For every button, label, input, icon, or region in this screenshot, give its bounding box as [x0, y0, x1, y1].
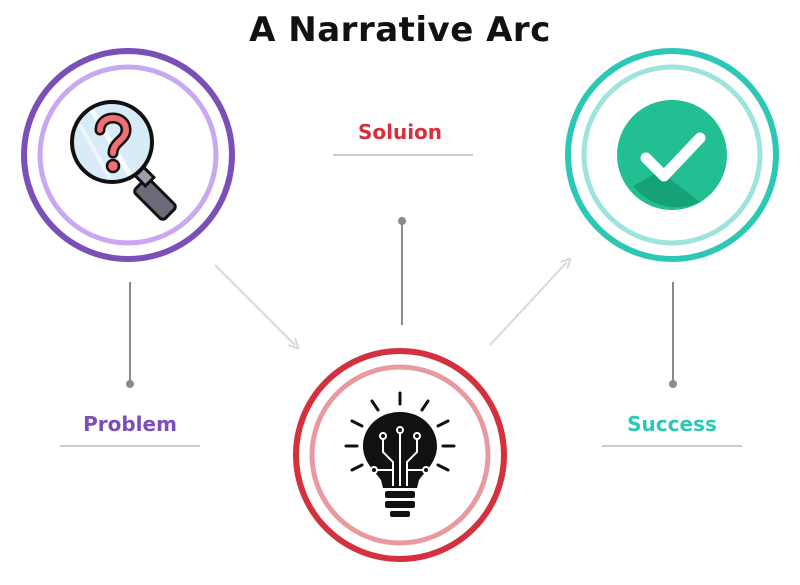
- problem-connector: [126, 282, 134, 388]
- success-label: Success: [627, 412, 717, 436]
- diagram-title: A Narrative Arc: [249, 10, 551, 50]
- solution-connector: [398, 217, 406, 325]
- solution-label: Soluion: [357, 120, 443, 144]
- problem-stage: [21, 48, 235, 262]
- success-connector: [669, 282, 677, 388]
- success-stage: [565, 48, 779, 262]
- arrow-solution-to-success: [489, 262, 567, 346]
- lightbulb-circuit-icon: [344, 391, 456, 517]
- solution-stage: [293, 348, 507, 562]
- problem-label: Problem: [83, 412, 177, 436]
- magnifier-question-icon: [70, 100, 177, 221]
- checkmark-icon: [617, 100, 727, 210]
- arrow-problem-to-solution: [214, 264, 295, 345]
